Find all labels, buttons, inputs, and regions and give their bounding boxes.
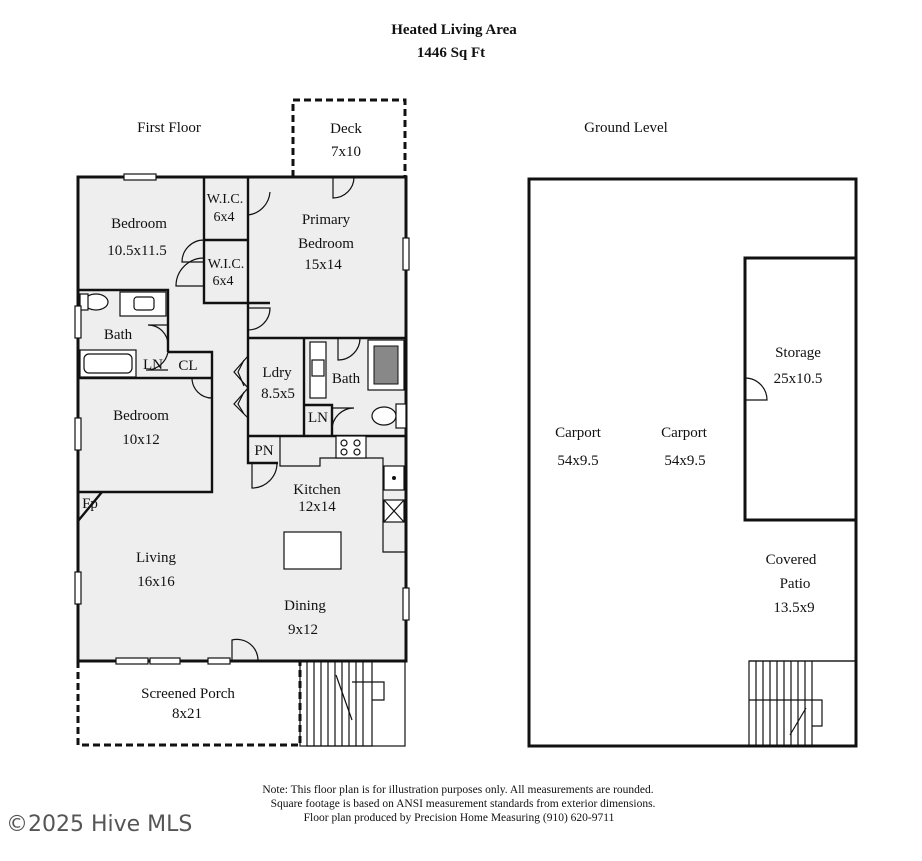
first-floor-label: First Floor: [137, 120, 201, 136]
plan-title: Heated Living Area: [391, 22, 517, 38]
deck-label: Deck: [330, 121, 362, 137]
ln2-label: LN: [308, 410, 328, 426]
ground-level-plan: Carport 54x9.5 Carport 54x9.5 Storage 25…: [527, 177, 858, 748]
living-label: Living: [136, 550, 176, 566]
storage-label: Storage: [775, 345, 821, 361]
primary-size: 15x14: [304, 257, 342, 273]
watermark: ©2025 Hive MLS: [6, 812, 192, 837]
porch-stairs: [299, 660, 406, 747]
wic2-size: 6x4: [213, 274, 234, 289]
primary-label-1: Primary: [302, 212, 351, 228]
porch-size: 8x21: [172, 706, 202, 722]
bedroom1-size: 10.5x11.5: [107, 243, 166, 259]
bedroom1-label: Bedroom: [111, 216, 167, 232]
bath1-label: Bath: [104, 327, 133, 343]
first-floor-plan: Deck 7x10 Bedroom 10.5x11.5 W.I.C. 6x4 W…: [74, 98, 410, 747]
dining-label: Dining: [284, 598, 326, 614]
bedroom2-label: Bedroom: [113, 408, 169, 424]
note-line-3: Floor plan produced by Precision Home Me…: [304, 812, 615, 824]
wic1-size: 6x4: [214, 210, 235, 225]
cl-label: CL: [178, 358, 197, 374]
dining-size: 9x12: [288, 622, 318, 638]
primary-label-2: Bedroom: [298, 236, 354, 252]
bath2-label: Bath: [332, 371, 361, 387]
pn-label: PN: [254, 443, 273, 459]
ldry-label: Ldry: [262, 365, 292, 381]
fireplace-label: Fp: [82, 496, 98, 512]
kitchen-island: [283, 531, 342, 570]
kitchen-label: Kitchen: [293, 482, 341, 498]
wic2-label: W.I.C.: [208, 257, 244, 272]
ground-stairs: [748, 660, 857, 747]
deck-size: 7x10: [331, 144, 361, 160]
plan-area: 1446 Sq Ft: [417, 45, 485, 61]
note-line-1: Note: This floor plan is for illustratio…: [262, 784, 653, 796]
wic1-label: W.I.C.: [207, 192, 243, 207]
living-size: 16x16: [137, 574, 175, 590]
note-line-2: Square footage is based on ANSI measurem…: [271, 798, 656, 810]
carport1-size: 54x9.5: [557, 453, 598, 469]
storage-size: 25x10.5: [774, 371, 823, 387]
patio-size: 13.5x9: [773, 600, 814, 616]
carport2-label: Carport: [661, 425, 708, 441]
ground-level-label: Ground Level: [584, 120, 668, 136]
ln1-label: LN: [143, 357, 163, 373]
carport1-label: Carport: [555, 425, 602, 441]
patio-label-2: Patio: [780, 576, 811, 592]
porch-label: Screened Porch: [141, 686, 235, 702]
ldry-size: 8.5x5: [261, 386, 295, 402]
bedroom2-size: 10x12: [122, 432, 160, 448]
carport2-size: 54x9.5: [664, 453, 705, 469]
kitchen-size: 12x14: [298, 499, 336, 515]
patio-label-1: Covered: [766, 552, 817, 568]
